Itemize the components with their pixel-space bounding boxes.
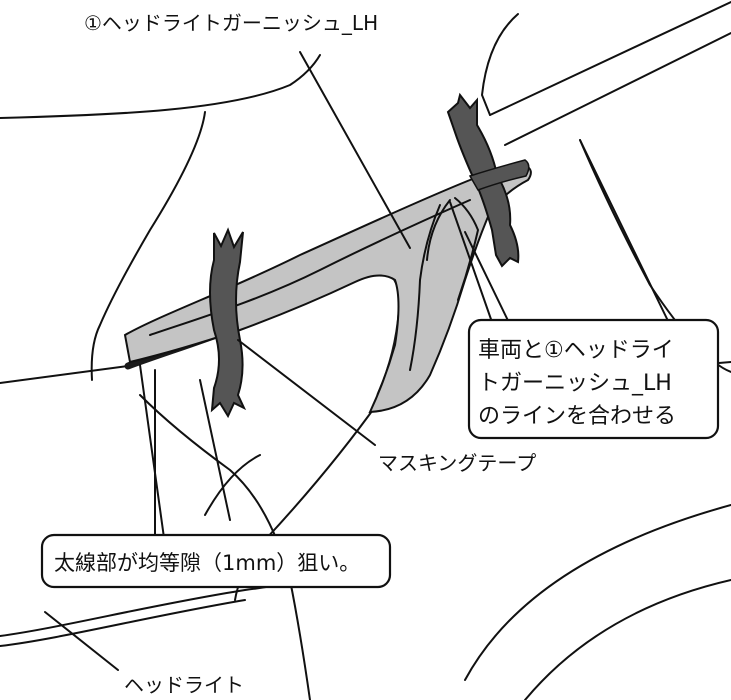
align-callout: 車両と①ヘッドライ トガーニッシュ_LH のラインを合わせる: [467, 318, 720, 440]
body-line-bumper: [0, 365, 129, 384]
align-callout-line-2: トガーニッシュ_LH: [478, 371, 672, 396]
leader-headlight: [44, 611, 119, 671]
garnish-inner-line-2: [409, 204, 441, 371]
leader-align-b: [464, 231, 516, 336]
body-line-top-left: [0, 54, 321, 119]
body-line-lower-right-arc-2: [524, 579, 731, 700]
garnish-body: [123, 163, 532, 414]
align-callout-line-3: のラインを合わせる: [478, 404, 676, 429]
garnish-inner-line-3: [454, 197, 480, 301]
align-callout-box: [467, 318, 720, 440]
gap-callout: 太線部が均等隙（1mm）狙い。: [40, 533, 392, 589]
gap-callout-box: [40, 533, 392, 589]
headlight-label: ヘッドライト: [124, 673, 244, 697]
body-line-lower-right-arc: [464, 504, 731, 681]
headlight-garnish-part: [123, 163, 532, 414]
body-line-lower-left-arc-2: [0, 599, 246, 647]
body-line-left-curve: [90, 111, 206, 381]
body-line-upper-right-b: [489, 1, 731, 116]
body-line-lower-mid: [204, 454, 261, 516]
leader-gap-b: [139, 364, 166, 546]
leader-lines: [44, 51, 671, 671]
masking-tape-left: [209, 227, 247, 419]
leader-align-c: [579, 139, 671, 326]
leader-masking: [237, 339, 376, 446]
garnish-inner-line-1: [149, 199, 471, 336]
align-callout-line-1: 車両と①ヘッドライ: [478, 338, 674, 363]
body-line-upper-right-a: [480, 13, 519, 116]
part-title-label: ①ヘッドライトガーニッシュ_LH: [84, 11, 378, 35]
body-line-upper-right-c: [504, 32, 731, 146]
masking-tape-right: [446, 92, 530, 268]
tape-band-right: [468, 159, 530, 191]
tape-strip-left: [209, 227, 247, 419]
masking-tape-label: マスキングテープ: [378, 451, 536, 475]
body-line-headlight-edge: [139, 394, 311, 700]
leader-part-title: [299, 51, 411, 249]
garnish-inner-line-4: [426, 199, 451, 261]
body-line-fender-mid: [199, 379, 231, 521]
gap-callout-text: 太線部が均等隙（1mm）狙い。: [54, 551, 360, 575]
